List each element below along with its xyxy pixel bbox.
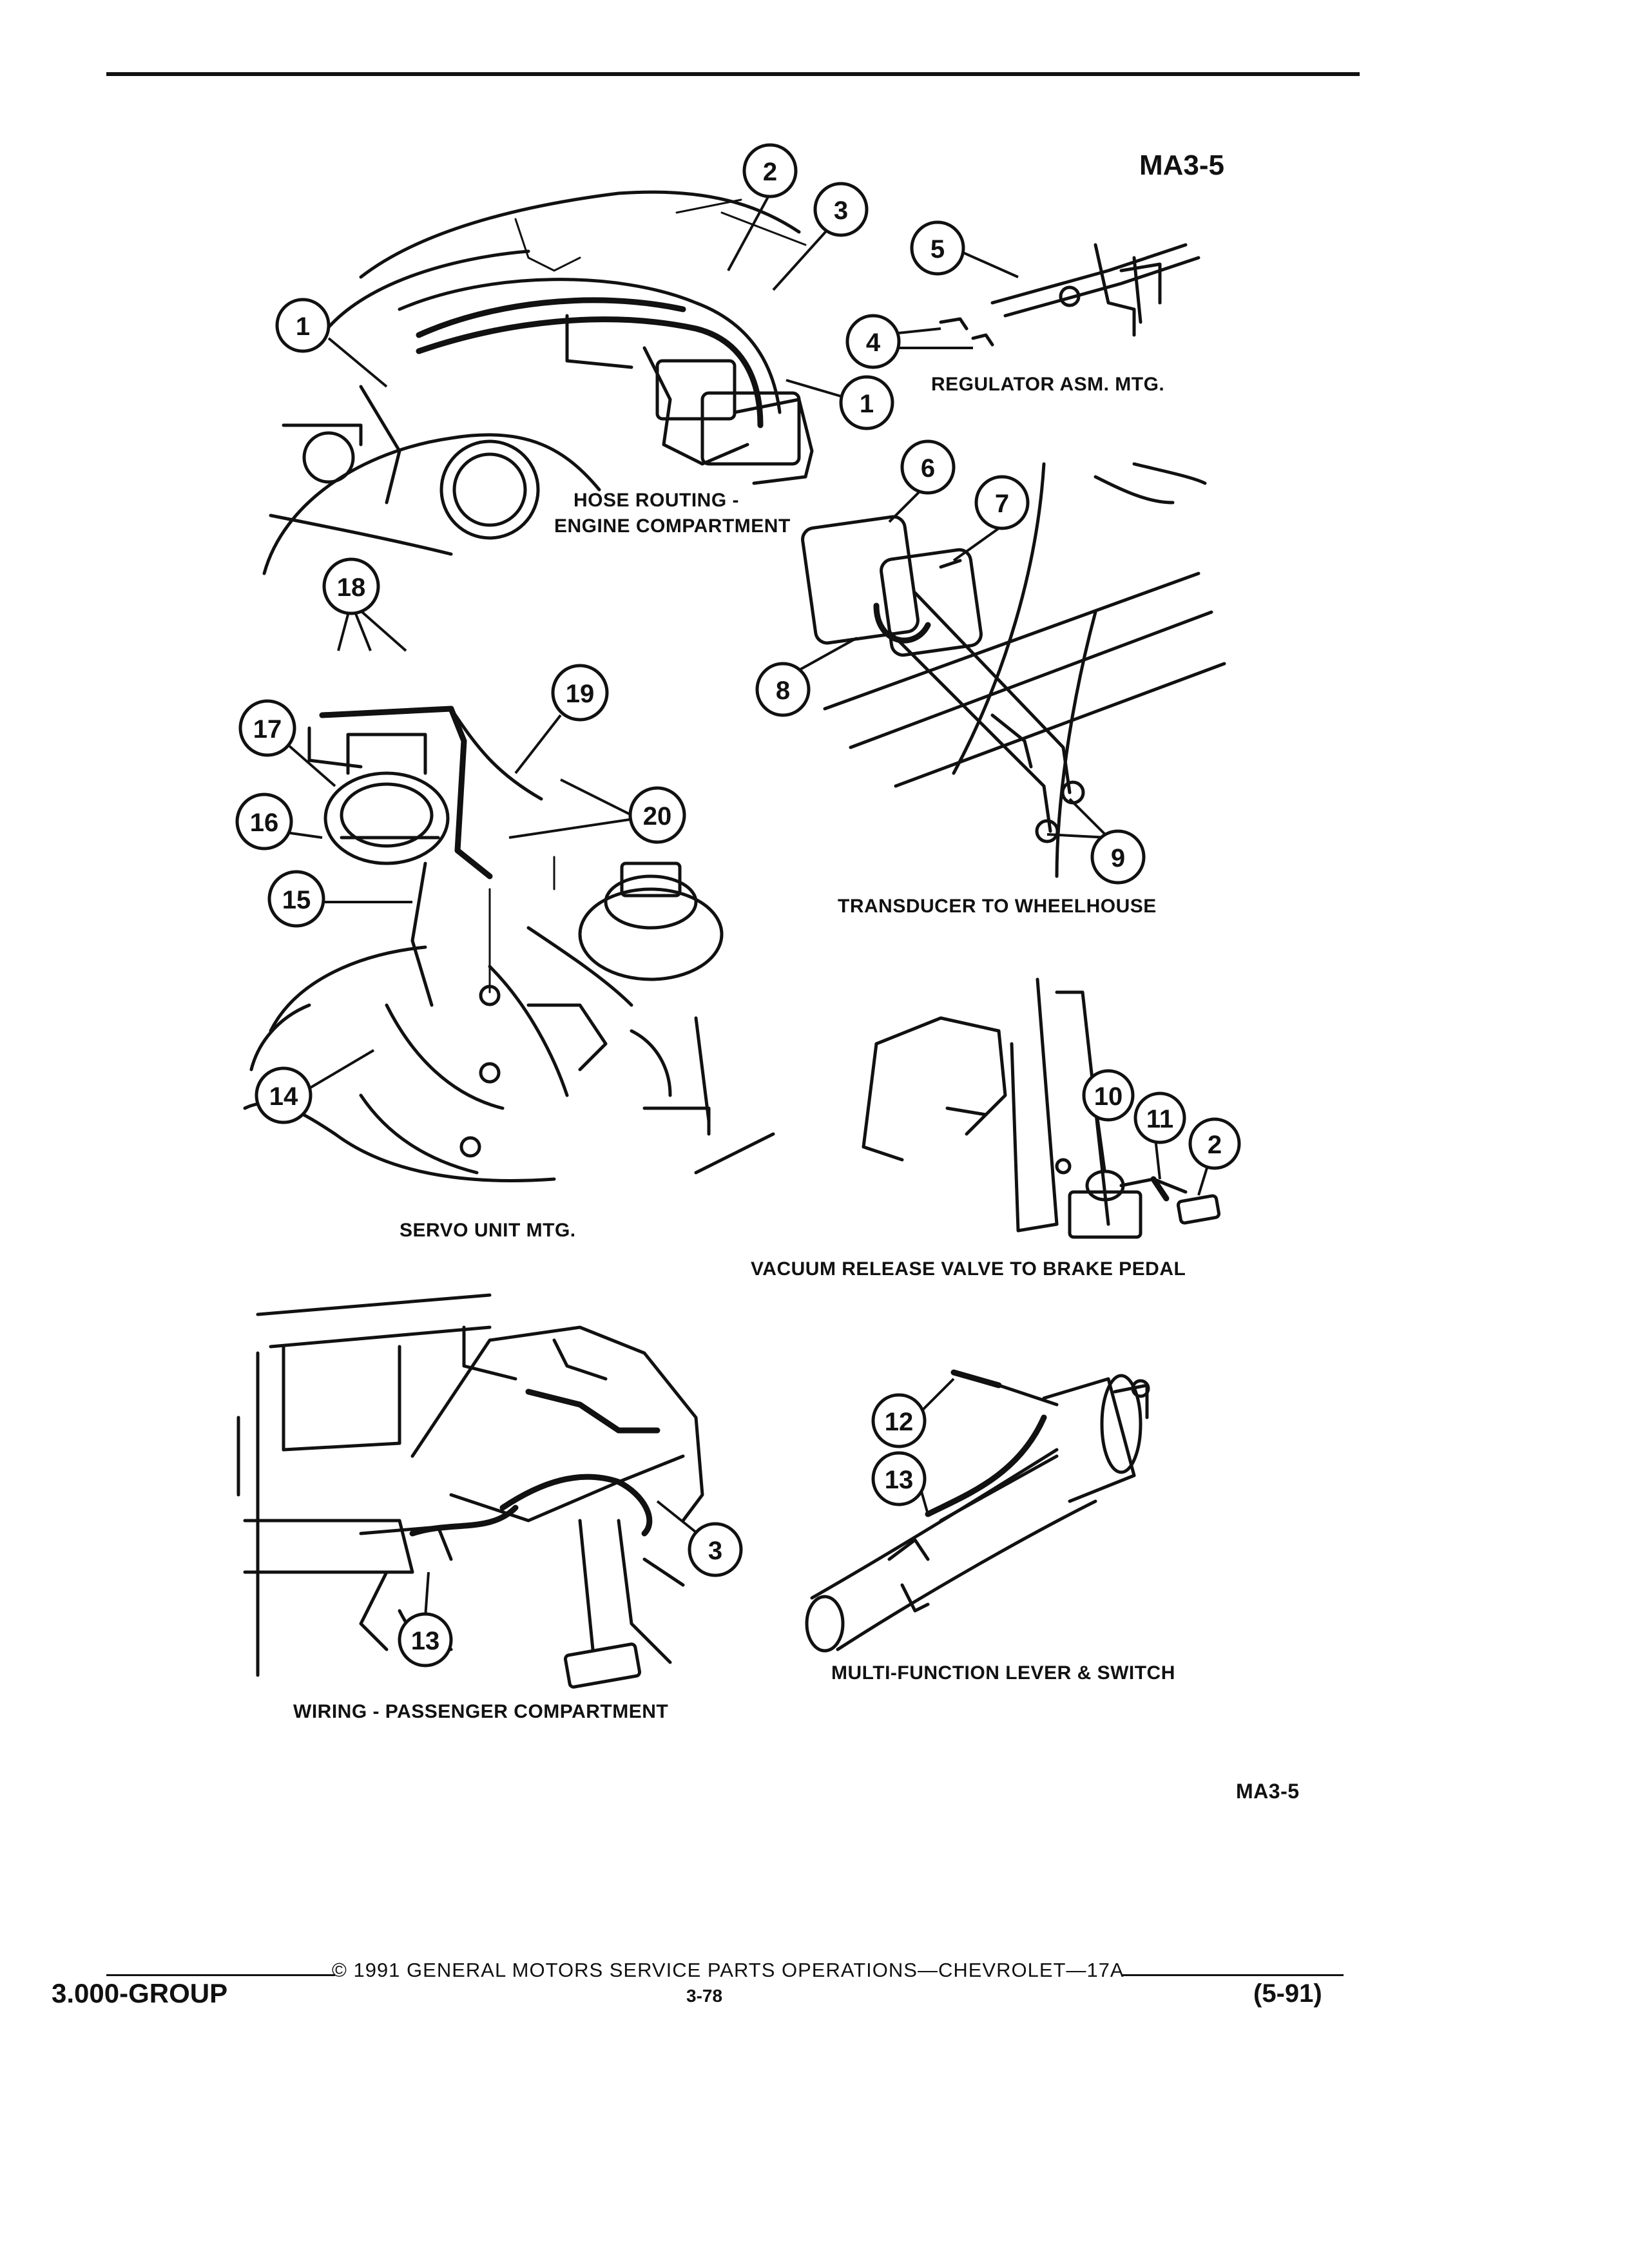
callout-2-vacuum: 2 [1188,1117,1241,1170]
svg-text:2: 2 [763,158,777,186]
svg-text:7: 7 [995,490,1009,518]
caption-regulator: REGULATOR ASM. MTG. [931,374,1165,395]
caption-servo: SERVO UNIT MTG. [400,1220,576,1241]
hose-routing-illustration [262,190,814,575]
svg-text:8: 8 [776,677,790,705]
callout-5-regulator: 5 [910,220,965,276]
callout-12-multifunction: 12 [871,1393,927,1448]
svg-text:12: 12 [885,1408,914,1436]
svg-text:13: 13 [885,1466,914,1494]
regulator-illustration [939,243,1200,347]
servo-illustration [243,706,775,1182]
caption-vacuum-release: VACUUM RELEASE VALVE TO BRAKE PEDAL [751,1258,1186,1280]
callout-6-transducer: 6 [900,439,956,495]
svg-text:3: 3 [708,1537,722,1565]
multi-function-illustration [805,1369,1150,1653]
svg-text:18: 18 [337,573,366,602]
callout-20-servo: 20 [628,786,686,844]
caption-hose-routing-line2: ENGINE COMPARTMENT [554,515,791,537]
callout-3-hose: 3 [813,182,869,237]
svg-text:15: 15 [282,886,311,914]
caption-wiring: WIRING - PASSENGER COMPARTMENT [293,1701,669,1722]
svg-text:6: 6 [921,454,935,483]
callout-15-servo: 15 [267,870,325,928]
callout-18-servo: 18 [322,557,380,615]
callout-11-vacuum: 11 [1133,1091,1186,1144]
wiring-illustration [236,1293,704,1689]
svg-text:1: 1 [860,390,874,418]
callout-3-wiring: 3 [688,1522,743,1577]
doc-code-bottom: MA3-5 [1236,1780,1300,1803]
callout-10-vacuum: 10 [1082,1069,1135,1122]
svg-text:17: 17 [253,715,282,744]
svg-text:4: 4 [866,329,881,357]
caption-hose-routing-line1: HOSE ROUTING - [574,490,740,511]
callout-19-servo: 19 [551,664,609,722]
svg-text:2: 2 [1208,1131,1222,1159]
svg-text:10: 10 [1094,1082,1123,1111]
callout-13-wiring: 13 [398,1612,453,1667]
svg-text:9: 9 [1111,844,1125,872]
svg-text:19: 19 [566,680,595,708]
svg-text:14: 14 [269,1082,298,1111]
callout-16-servo: 16 [235,793,293,850]
svg-text:3: 3 [834,197,848,225]
footer-copyright: © 1991 GENERAL MOTORS SERVICE PARTS OPER… [332,1959,1124,1981]
footer-date: (5-91) [1253,1979,1322,2008]
caption-transducer: TRANSDUCER TO WHEELHOUSE [838,896,1157,917]
doc-code-top: MA3-5 [1139,149,1225,181]
callout-14-servo: 14 [255,1066,313,1124]
svg-text:11: 11 [1146,1105,1173,1133]
caption-multi-function: MULTI-FUNCTION LEVER & SWITCH [831,1662,1175,1684]
svg-text:5: 5 [930,235,945,264]
svg-text:16: 16 [250,809,279,837]
footer-rule-right [1121,1974,1344,1976]
callout-7-transducer: 7 [974,475,1030,530]
callout-4-regulator: 4 [845,314,901,369]
footer-group: 3.000-GROUP [52,1978,228,2008]
callout-9-transducer: 9 [1090,829,1146,885]
callout-2-hose: 2 [742,143,798,198]
callout-1-hose-left: 1 [275,298,331,353]
vacuum-release-illustration [862,977,1221,1239]
svg-text:20: 20 [643,802,672,831]
transducer-illustration [801,462,1226,878]
callouts: 1 2 3 1 5 4 6 [235,143,1241,1667]
callout-1-hose-right: 1 [839,375,894,430]
footer-rule-left [106,1974,335,1976]
callout-8-transducer: 8 [755,662,811,717]
top-rule [106,72,1360,76]
svg-text:13: 13 [411,1627,440,1655]
callout-17-servo: 17 [238,699,296,757]
svg-text:1: 1 [296,312,310,341]
callout-13-multifunction: 13 [871,1451,927,1506]
footer-page-number: 3-78 [686,1986,723,2006]
